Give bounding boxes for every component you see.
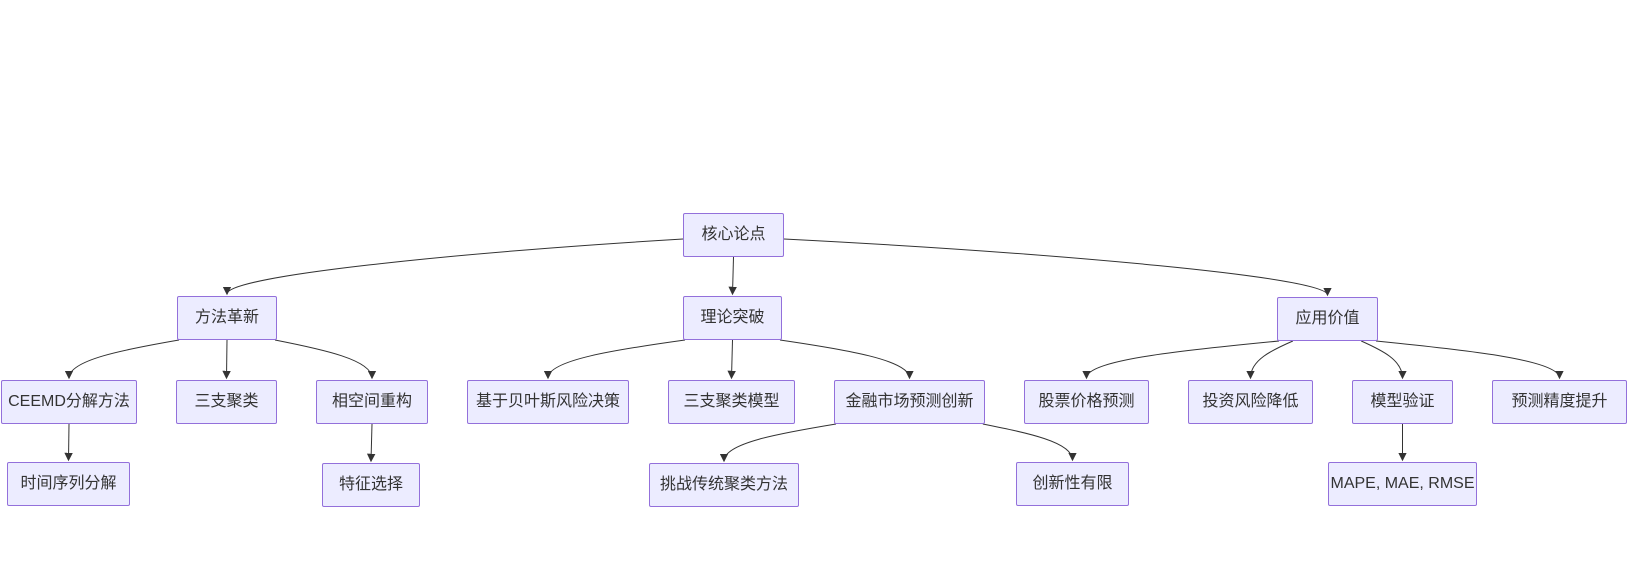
- node-stock: 股票价格预测: [1024, 380, 1149, 424]
- edge-method-to-three-way: [222, 339, 231, 380]
- edge-core-to-method: [222, 238, 684, 296]
- node-risk: 投资风险降低: [1188, 380, 1313, 424]
- edge-application-to-accuracy: [1375, 340, 1564, 380]
- node-accuracy: 预测精度提升: [1492, 380, 1627, 424]
- node-method: 方法革新: [177, 296, 277, 340]
- node-three-way: 三支聚类: [176, 380, 277, 424]
- node-core: 核心论点: [683, 213, 784, 257]
- node-ceemd: CEEMD分解方法: [1, 380, 137, 424]
- edge-fin-innovation-to-challenge: [719, 423, 837, 463]
- node-limited: 创新性有限: [1016, 462, 1129, 506]
- edge-ceemd-to-ts-decomp: [64, 423, 73, 462]
- node-theory: 理论突破: [683, 296, 782, 340]
- node-feature: 特征选择: [322, 463, 420, 507]
- node-bayesian: 基于贝叶斯风险决策: [467, 380, 629, 424]
- node-three-way-model: 三支聚类模型: [668, 380, 795, 424]
- edge-theory-to-three-way-model: [727, 339, 736, 380]
- edge-core-to-application: [783, 238, 1332, 297]
- node-metrics: MAPE, MAE, RMSE: [1328, 462, 1477, 506]
- edge-fin-innovation-to-limited: [982, 423, 1077, 462]
- node-fin-innovation: 金融市场预测创新: [834, 380, 985, 424]
- edge-method-to-phase-space: [274, 339, 377, 380]
- edge-core-to-theory: [728, 256, 737, 296]
- node-challenge: 挑战传统聚类方法: [649, 463, 799, 507]
- edge-theory-to-bayesian: [543, 339, 686, 380]
- edge-theory-to-fin-innovation: [779, 339, 914, 380]
- node-ts-decomp: 时间序列分解: [7, 462, 130, 506]
- edge-application-to-validation: [1361, 340, 1407, 380]
- node-application: 应用价值: [1277, 297, 1378, 341]
- node-phase-space: 相空间重构: [316, 380, 428, 424]
- edge-application-to-stock: [1082, 340, 1280, 380]
- edge-method-to-ceemd: [64, 339, 180, 380]
- node-validation: 模型验证: [1352, 380, 1453, 424]
- edge-application-to-risk: [1246, 340, 1294, 380]
- edge-phase-space-to-feature: [366, 423, 376, 463]
